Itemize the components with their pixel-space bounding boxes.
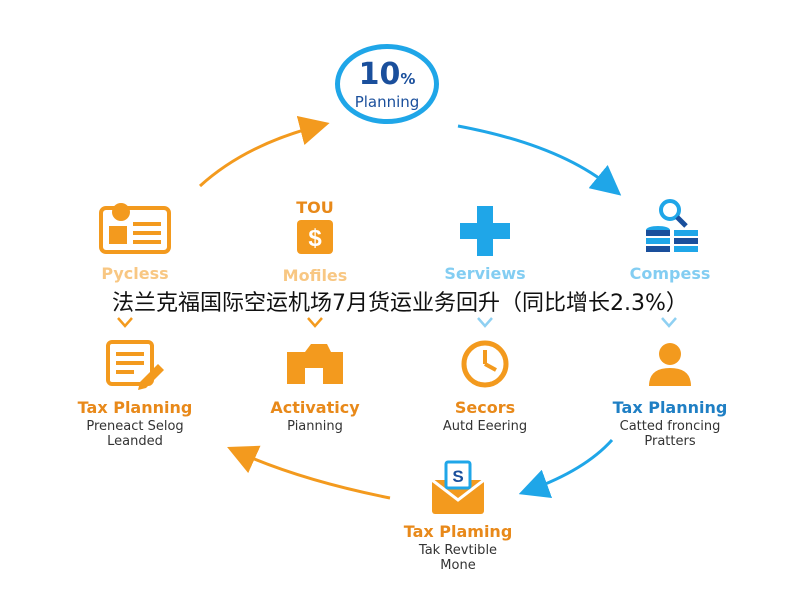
clock-icon (461, 340, 509, 388)
plus-icon (460, 206, 510, 256)
middle-sub2-1: Leanded (107, 434, 163, 449)
top-node-compess: Compess (620, 196, 720, 283)
headline: 法兰克福国际空运机场7月货运业务回升（同比增长2.3%） (112, 291, 688, 316)
middle-sub1-3: Autd Eeering (442, 419, 528, 434)
middle-node-2: Activaticy Pianning (235, 338, 395, 434)
top-node-mofiles: TOU $ Mofiles (265, 198, 365, 286)
arrow-bottomright (518, 438, 614, 498)
bottom-sub1: Tak Revtible (418, 543, 498, 558)
center-badge: 10% Planning (335, 44, 439, 124)
top-label-3: Serviews (444, 264, 526, 283)
dollar-tag-icon: $ (297, 220, 333, 254)
folder-icon (287, 344, 343, 384)
middle-node-3: Secors Autd Eeering (405, 338, 565, 434)
middle-node-1: Tax Planning Preneact Selog Leanded (55, 338, 215, 449)
coin-stack-search-icon (646, 199, 698, 252)
middle-sub1-2: Pianning (287, 419, 343, 434)
arrow-topright (457, 124, 622, 196)
document-pen-icon (106, 340, 164, 390)
top-label-2: Mofiles (282, 266, 348, 285)
top-node-serviews: Serviews (435, 200, 535, 283)
chevron-down-icon (477, 317, 493, 328)
top-label-4: Compess (629, 264, 711, 283)
chevron-down-icon (307, 317, 323, 328)
bottom-node: S Tax Plaming Tak Revtible Mone (378, 458, 538, 573)
arrow-bottomleft (227, 445, 391, 500)
svg-text:$: $ (308, 225, 322, 252)
invoice-icon (99, 203, 171, 254)
envelope-dollar-icon: S (431, 460, 485, 514)
middle-sub2-4: Pratters (644, 434, 696, 449)
middle-title-2: Activaticy (270, 398, 360, 417)
middle-title-4: Tax Planning (612, 398, 728, 417)
top-label-1: Pycless (101, 264, 169, 283)
middle-sub1-4: Catted froncing (619, 419, 721, 434)
arrow-topleft (198, 116, 330, 188)
svg-text:S: S (452, 467, 463, 486)
middle-sub1-1: Preneact Selog (86, 419, 184, 434)
top-node-pycless: Pycless (85, 200, 185, 283)
middle-node-4: Tax Planning Catted froncing Pratters (590, 338, 750, 449)
chevron-down-icon (661, 317, 677, 328)
middle-title-3: Secors (454, 398, 516, 417)
chevron-down-icon (117, 317, 133, 328)
person-icon (649, 343, 691, 386)
top-tag: TOU (296, 198, 334, 217)
bottom-title: Tax Plaming (403, 522, 513, 541)
center-percent: 10% (358, 57, 416, 92)
center-word: Planning (354, 93, 420, 111)
bottom-sub2: Mone (440, 558, 476, 573)
middle-title-1: Tax Planning (77, 398, 193, 417)
